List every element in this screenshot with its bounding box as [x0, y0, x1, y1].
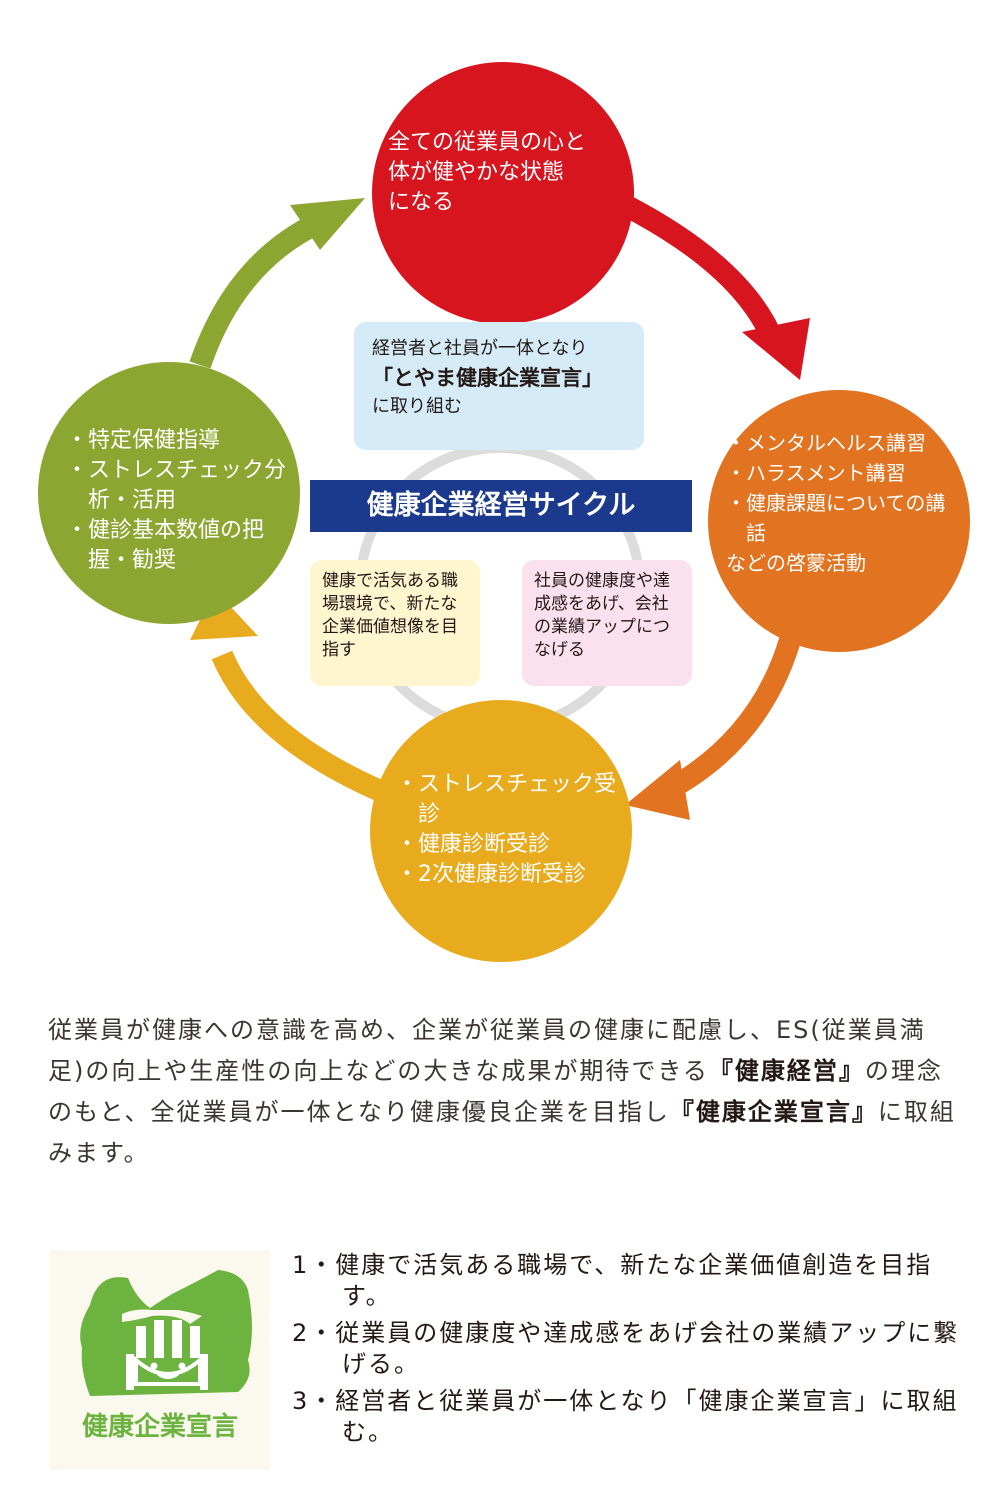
node-text: ・ストレスチェック受診: [396, 772, 617, 827]
cycle-title: 健康企業経営サイクル: [310, 480, 692, 532]
box-text-emphasis: 「とやま健康企業宣言」: [372, 366, 603, 390]
description-text: に取組みます。: [48, 1098, 956, 1167]
cycle-node-checkup: ・ストレスチェック受診 ・健康診断受診 ・2次健康診断受診: [370, 700, 632, 962]
value-creation-box: 健康で活気ある職場環境で、新たな企業価値想像を目指す: [310, 560, 480, 686]
node-text: ・健康課題についての講話: [726, 491, 946, 545]
cycle-node-followup: ・特定保健指導 ・ストレスチェック分析・活用 ・健診基本数値の把握・勧奨: [38, 362, 300, 624]
arrow-orange-head: [625, 760, 690, 820]
description-paragraph: 従業員が健康への意識を高め、企業が従業員の健康に配慮し、ES(従業員満足)の向上…: [48, 1010, 958, 1174]
arrow-yellow-head: [190, 590, 258, 640]
cycle-diagram: 全ての従業員の心と 体が健やかな状態 になる ・メンタルヘルス講習 ・ハラスメン…: [38, 62, 970, 962]
arrow-green-head: [290, 198, 365, 250]
performance-box: 社員の健康度や達成感をあげ、会社の業績アップにつなげる: [522, 560, 692, 686]
kenko-kigyo-sengen-logo: 健康企業宣言: [50, 1250, 270, 1470]
node-text: ・健診基本数値の把握・勧奨: [66, 518, 265, 573]
cycle-node-goal: 全ての従業員の心と 体が健やかな状態 になる: [372, 62, 634, 324]
goals-list: 1・健康で活気ある職場で、新たな企業価値創造を目指す。 2・従業員の健康度や達成…: [292, 1250, 972, 1454]
node-text: 体が健やかな状態: [388, 160, 565, 185]
arrow-red-head: [742, 318, 810, 380]
goal-text: 3・経営者と従業員が一体となり「健康企業宣言」に取組む。: [292, 1387, 959, 1446]
box-text: 社員の健康度や達成感をあげ、会社の業績アップにつなげる: [534, 571, 670, 660]
node-text: 全ての従業員の心と: [388, 130, 587, 155]
arrow-green-shaft: [189, 212, 325, 369]
box-text: に取り組む: [372, 396, 462, 417]
node-text: ・ハラスメント講習: [726, 461, 906, 485]
goal-item: 2・従業員の健康度や達成感をあげ会社の業績アップに繋げる。: [292, 1318, 972, 1380]
arrow-yellow-shaft: [211, 650, 383, 801]
goal-text: 1・健康で活気ある職場で、新たな企業価値創造を目指す。: [292, 1251, 933, 1310]
node-text: ・2次健康診断受診: [396, 862, 586, 887]
description-text: の理念のもと、全従業員が一体となり健康優良企業を目指し: [48, 1057, 943, 1126]
logo-text: 健康企業宣言: [81, 1412, 238, 1442]
arrow-red-shaft: [610, 190, 786, 350]
goal-text: 2・従業員の健康度や達成感をあげ会社の業績アップに繋げる。: [292, 1319, 960, 1378]
description-emphasis: 『健康企業宣言』: [669, 1098, 878, 1126]
goal-item: 3・経営者と従業員が一体となり「健康企業宣言」に取組む。: [292, 1386, 972, 1448]
node-text: ・ストレスチェック分析・活用: [66, 458, 287, 513]
node-text: ・特定保健指導: [66, 428, 221, 453]
description-emphasis: 『健康経営』: [708, 1057, 865, 1085]
description-text: 従業員が健康への意識を高め、企業が従業員の健康に配慮し、ES(従業員満足)の向上…: [48, 1016, 926, 1085]
node-text: になる: [388, 190, 455, 215]
goal-item: 1・健康で活気ある職場で、新たな企業価値創造を目指す。: [292, 1250, 972, 1312]
declaration-box: 経営者と社員が一体となり 「とやま健康企業宣言」 に取り組む: [354, 322, 644, 450]
node-text: ・健康診断受診: [396, 832, 551, 857]
arrow-orange-shaft: [662, 636, 801, 800]
node-text: ・メンタルヘルス講習: [726, 431, 926, 455]
cycle-node-education: ・メンタルヘルス講習 ・ハラスメント講習 ・健康課題についての講話 などの啓蒙活…: [708, 390, 970, 652]
logo-mark-icon: [80, 1270, 252, 1396]
box-text: 経営者と社員が一体となり: [372, 338, 588, 359]
box-text: 健康で活気ある職場環境で、新たな企業価値想像を目指す: [322, 571, 458, 660]
node-text: などの啓蒙活動: [726, 551, 866, 575]
